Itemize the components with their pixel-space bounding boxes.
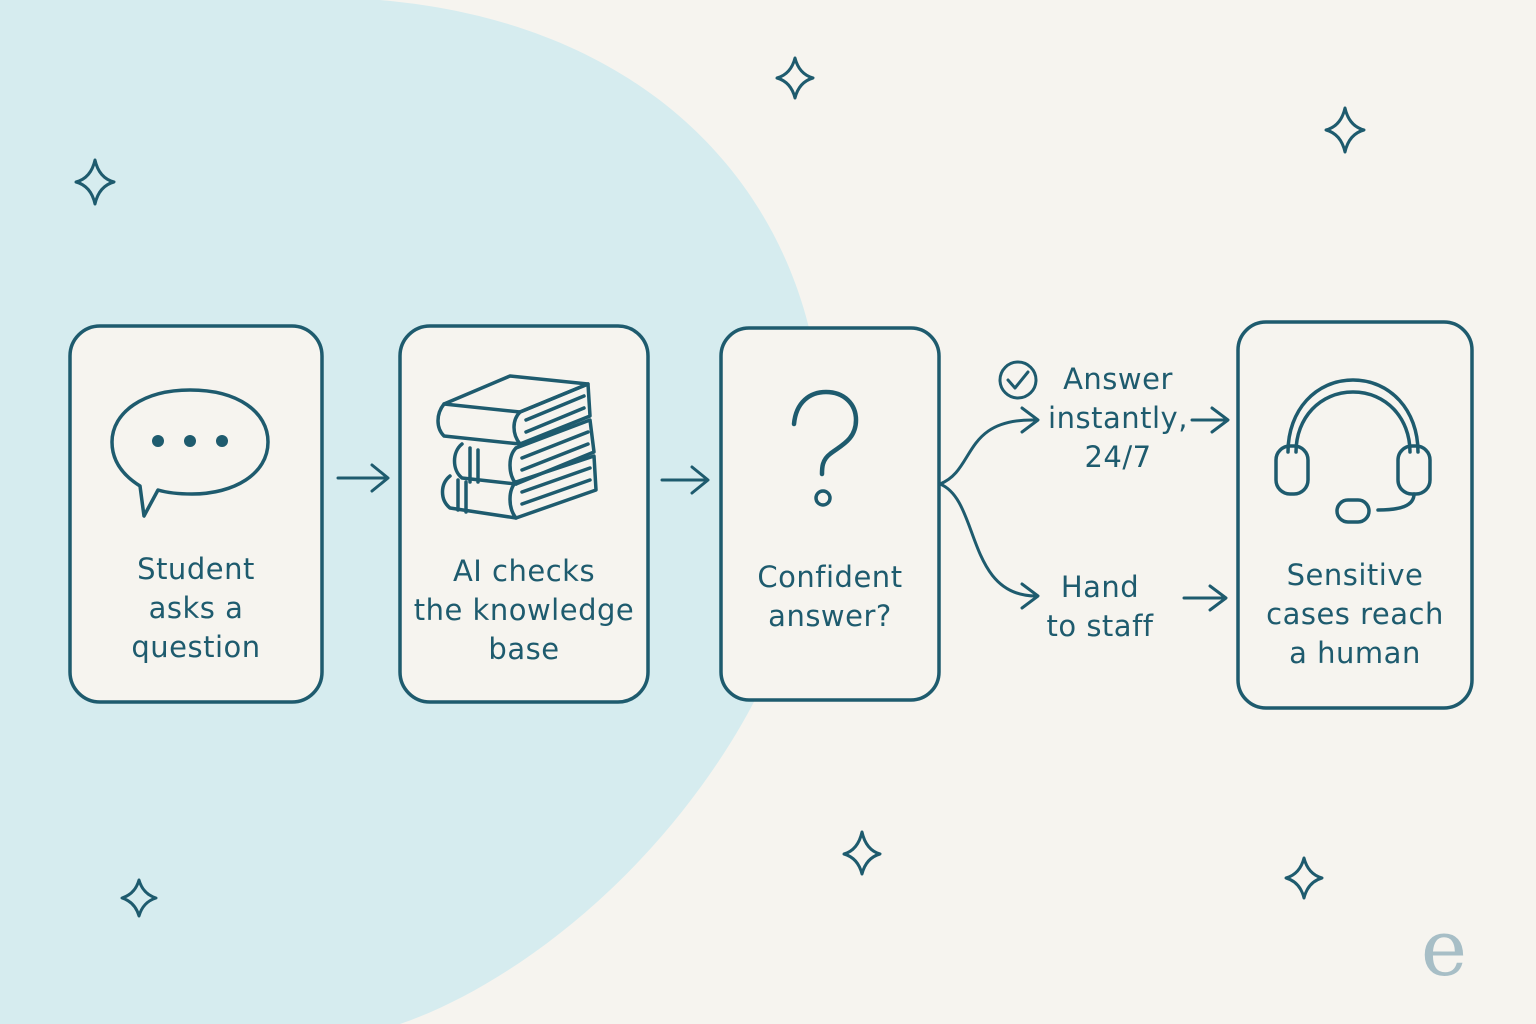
arrow-staff-to-human — [1182, 584, 1228, 612]
check-circle-icon — [998, 360, 1038, 400]
arrow-check-to-decide — [660, 465, 710, 495]
sparkle-icon — [775, 56, 815, 100]
sparkle-icon — [842, 830, 882, 876]
sparkle-icon — [74, 158, 116, 206]
connector-arrows — [336, 406, 1230, 612]
step-label-ask: Student asks a question — [131, 552, 261, 664]
step-card-ask — [68, 324, 324, 704]
step-card-decide — [719, 326, 941, 702]
headset-icon — [1274, 378, 1432, 524]
arrow-answer-out — [1190, 406, 1230, 434]
speech-bubble-icon — [110, 388, 270, 518]
sparkle-icon — [120, 878, 158, 918]
step-label-decide: Confident answer? — [757, 560, 903, 633]
sparkle-icon — [1284, 856, 1324, 900]
arrow-ask-to-check — [336, 463, 390, 493]
sparkles — [74, 56, 1366, 918]
step-label-check: AI checks the knowledge base — [413, 554, 635, 666]
branch-label-answer: Answer instantly, 24/7 — [1048, 362, 1188, 474]
sparkle-icon — [1324, 106, 1366, 154]
branch-label-staff: Hand to staff — [1046, 570, 1154, 643]
question-mark-icon — [791, 389, 859, 507]
watermark-logo: e — [1421, 904, 1467, 994]
step-label-human: Sensitive cases reach a human — [1266, 558, 1444, 670]
branch-fork — [938, 406, 1040, 610]
books-icon — [436, 374, 598, 520]
